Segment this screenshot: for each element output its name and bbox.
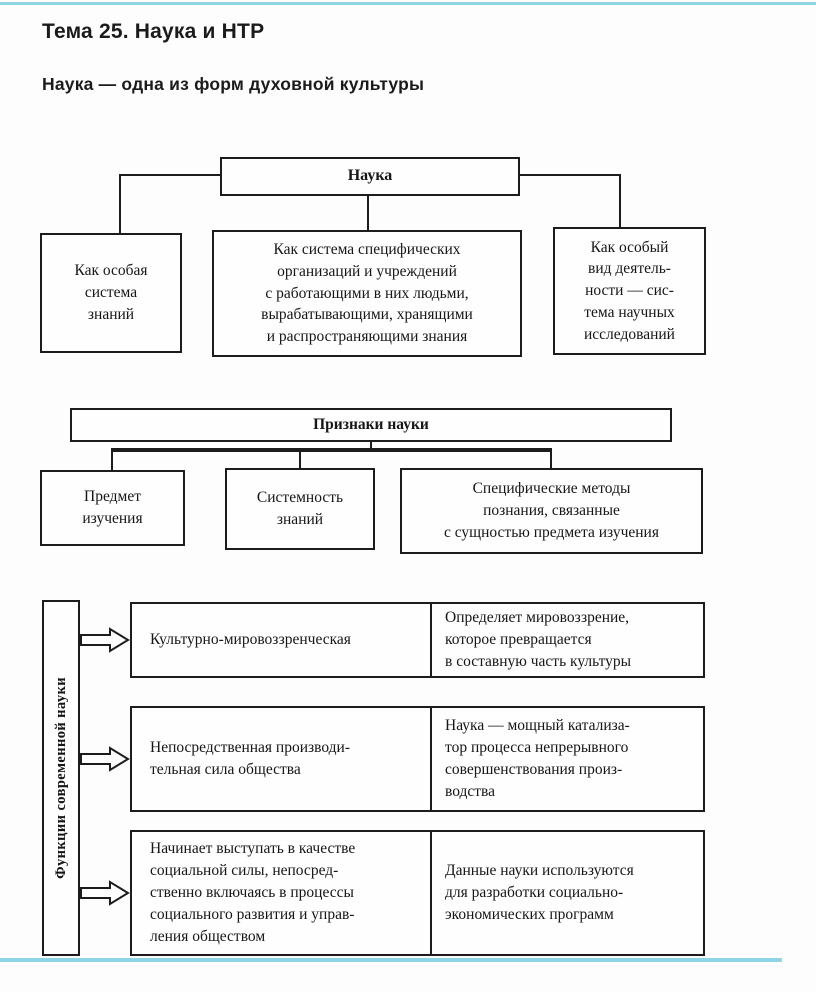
signs-child-methods-box: Специфические методы познания, связанные…: [400, 468, 703, 554]
science-child-organizations-box: Как система специфических организаций и …: [212, 230, 522, 357]
function-description-cell: Определяет мировоззрение, которое превра…: [445, 609, 632, 670]
connector-line: [370, 442, 372, 449]
science-child-activity-box: Как особый вид деятель- ности — сис- тем…: [553, 227, 706, 355]
science-child-knowledge-box: Как особая система знаний: [40, 233, 182, 353]
signs-child-system-box: Системность знаний: [225, 468, 375, 550]
function-name-cell: Непосредственная производи- тельная сила…: [132, 708, 432, 810]
connector-line: [119, 174, 220, 176]
page-subtitle: Наука — одна из форм духовной культуры: [42, 74, 425, 94]
arrow-right-icon: [80, 880, 130, 906]
function-name-cell: Культурно-мировоззренческая: [132, 604, 432, 676]
science-root-box: Наука: [220, 157, 520, 196]
signs-root-box: Признаки науки: [70, 408, 672, 442]
function-name-cell: Начинает выступать в качестве социальной…: [132, 832, 432, 954]
functions-axis-box: Функции современной науки: [42, 600, 80, 956]
function-row-production: Непосредственная производи- тельная сила…: [130, 706, 705, 812]
arrow-right-icon: [80, 627, 130, 653]
connector-line: [619, 174, 621, 228]
connector-line: [111, 452, 113, 470]
connector-line: [299, 452, 301, 468]
arrow-right-icon: [80, 746, 130, 772]
function-row-culture: Культурно-мировоззренческая Определяет м…: [130, 602, 705, 678]
functions-axis-label: Функции современной науки: [52, 677, 69, 879]
connector-line: [367, 196, 369, 231]
connector-line: [520, 174, 621, 176]
connector-line: [119, 174, 121, 234]
function-row-social: Начинает выступать в качестве социальной…: [130, 830, 705, 956]
page-title: Тема 25. Наука и НТР: [42, 20, 265, 43]
function-description-cell: Наука — мощный катализа- тор процесса не…: [445, 717, 630, 800]
top-accent-line: [0, 2, 816, 5]
connector-line: [111, 448, 552, 452]
bottom-accent-line: [0, 958, 782, 962]
connector-line: [550, 452, 552, 468]
function-description-cell: Данные науки используются для разработки…: [445, 862, 634, 923]
signs-child-subject-box: Предмет изучения: [40, 470, 185, 546]
